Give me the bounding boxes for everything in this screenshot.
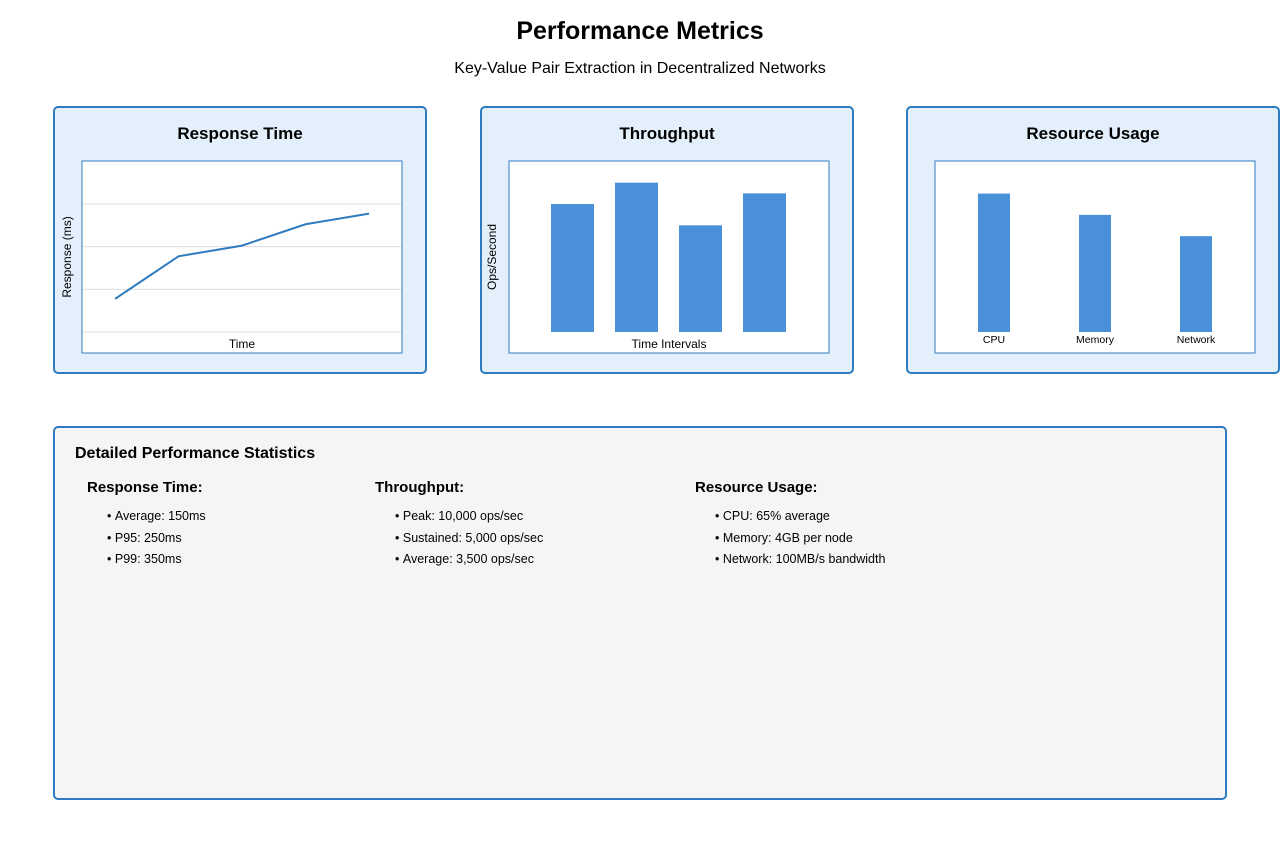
stats-title: Detailed Performance Statistics bbox=[75, 445, 316, 462]
response-time-chart: Time Response (ms) bbox=[60, 160, 403, 354]
stat-item: Average: 150ms bbox=[107, 506, 206, 528]
stat-item: CPU: 65% average bbox=[715, 506, 885, 528]
stats-column-title: Throughput: bbox=[375, 479, 465, 496]
stat-item: Sustained: 5,000 ops/sec bbox=[395, 528, 543, 550]
bar bbox=[743, 193, 786, 332]
plot-area bbox=[81, 160, 403, 354]
stat-item: P99: 350ms bbox=[107, 549, 206, 571]
y-axis-label: Ops/Second bbox=[485, 224, 499, 290]
throughput-chart-title: Throughput bbox=[619, 124, 715, 143]
stat-item: P95: 250ms bbox=[107, 528, 206, 550]
bar bbox=[679, 225, 722, 332]
resource-usage-card: Resource Usage CPU Memory Network bbox=[906, 106, 1280, 374]
stats-column-response-time: Response Time: Average: 150ms P95: 250ms… bbox=[87, 479, 206, 571]
stats-column-title: Response Time: bbox=[87, 479, 203, 496]
resource-usage-chart-title: Resource Usage bbox=[1026, 124, 1160, 143]
stat-item: Peak: 10,000 ops/sec bbox=[395, 506, 543, 528]
stat-item: Memory: 4GB per node bbox=[715, 528, 885, 550]
stats-column-resource-usage: Resource Usage: CPU: 65% average Memory:… bbox=[695, 479, 885, 571]
throughput-chart: Time Intervals Ops/Second bbox=[485, 160, 830, 354]
bar bbox=[615, 182, 658, 332]
page-title: Performance Metrics bbox=[516, 17, 764, 45]
response-time-chart-title: Response Time bbox=[177, 124, 303, 143]
detailed-stats-panel: Detailed Performance Statistics Response… bbox=[53, 426, 1227, 800]
x-tick-label: CPU bbox=[983, 334, 1005, 346]
bar bbox=[551, 204, 594, 332]
response-time-card: Response Time Time Response (ms) bbox=[53, 106, 427, 374]
stats-column-title: Resource Usage: bbox=[695, 479, 818, 496]
stat-item: Network: 100MB/s bandwidth bbox=[715, 549, 886, 571]
bar bbox=[978, 193, 1010, 332]
x-axis-label: Time Intervals bbox=[632, 337, 707, 351]
series-line bbox=[114, 212, 370, 300]
x-tick-label: Memory bbox=[1076, 334, 1115, 346]
y-axis-label: Response (ms) bbox=[60, 216, 74, 297]
throughput-card: Throughput Time Intervals Ops/Second bbox=[480, 106, 854, 374]
page-subtitle: Key-Value Pair Extraction in Decentraliz… bbox=[454, 60, 826, 77]
x-tick-label: Network bbox=[1177, 334, 1216, 346]
stat-item: Average: 3,500 ops/sec bbox=[395, 549, 543, 571]
bar bbox=[1079, 214, 1111, 332]
x-axis-label: Time bbox=[229, 337, 256, 351]
bar bbox=[1180, 236, 1212, 332]
resource-usage-chart: CPU Memory Network bbox=[934, 160, 1256, 354]
stats-column-throughput: Throughput: Peak: 10,000 ops/sec Sustain… bbox=[375, 479, 543, 571]
